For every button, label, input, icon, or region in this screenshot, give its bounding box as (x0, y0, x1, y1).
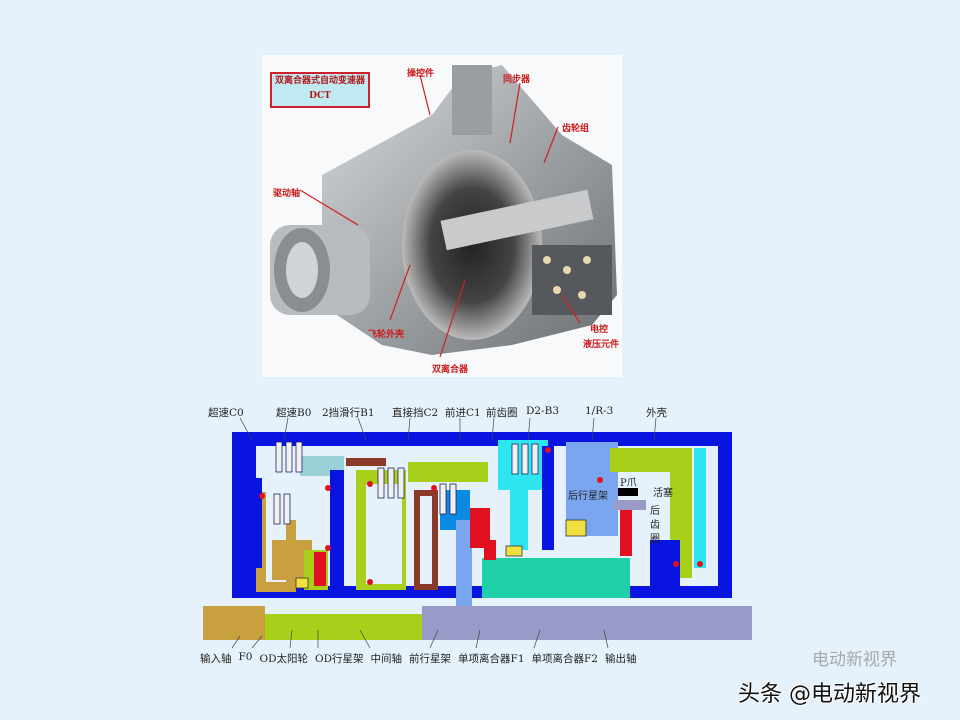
label-od-carrier: OD行星架 (315, 653, 364, 665)
label-control: 操控件 (407, 69, 435, 79)
label-flywheel-housing: 飞轮外壳 (368, 330, 405, 340)
label-input-shaft: 输入轴 (200, 653, 232, 665)
label-parking-pawl: P爪 (620, 478, 637, 489)
label-b1: 2挡滑行B1 (322, 407, 375, 419)
dct-cutaway-photo (262, 55, 622, 377)
label-1r3: 1/R-3 (585, 405, 614, 417)
label-middle-shaft: 中间轴 (370, 653, 403, 665)
label-drive-shaft: 驱动轴 (273, 189, 301, 199)
label-d2-b3: D2-B3 (526, 405, 560, 417)
photo-title: 双离合器式自动变速器 (274, 76, 365, 86)
label-electronic: 电控 (590, 325, 609, 335)
label-gearset: 齿轮组 (562, 124, 590, 134)
photo-title-box: 双离合器式自动变速器 DCT (270, 72, 370, 108)
output-shaft (422, 606, 752, 640)
transmission-illustration (270, 65, 617, 358)
label-f0: F0 (238, 651, 253, 663)
label-front-ring-gear: 前齿圈 (486, 407, 518, 419)
label-c2: 直接挡C2 (392, 407, 439, 419)
label-od-sun-gear: OD太阳轮 (259, 653, 308, 665)
watermark-ghost: 电动新视界 (812, 650, 897, 670)
label-output-shaft: 输出轴 (604, 653, 637, 665)
label-overdrive-b0: 超速B0 (276, 407, 312, 419)
label-f2: 单项离合器F2 (531, 653, 598, 665)
label-hydraulic: 液压元件 (583, 340, 620, 350)
label-c1: 前进C1 (445, 407, 481, 419)
bottom-label-row: 输入轴 F0 OD太阳轮 OD行星架 中间轴 前行星架 单项离合器F1 单项离合… (200, 651, 636, 666)
label-f1: 单项离合器F1 (458, 653, 525, 665)
label-rear-carrier: 后行星架 (568, 491, 608, 502)
middle-shaft (265, 614, 425, 640)
label-synchronizer: 同步器 (503, 75, 531, 85)
watermark: 头条 @电动新视界 (738, 682, 921, 707)
label-rear-ring-1: 后 (650, 506, 660, 517)
label-piston: 活塞 (653, 488, 673, 499)
label-housing: 外壳 (646, 407, 667, 419)
label-front-carrier: 前行星架 (409, 653, 452, 665)
label-rear-ring-3: 圈 (650, 534, 660, 545)
input-shaft (203, 606, 265, 640)
label-dual-clutch: 双离合器 (432, 365, 469, 375)
label-rear-ring-2: 齿 (650, 520, 660, 531)
photo-subtitle: DCT (309, 91, 331, 101)
label-overdrive-c0: 超速C0 (208, 407, 244, 419)
